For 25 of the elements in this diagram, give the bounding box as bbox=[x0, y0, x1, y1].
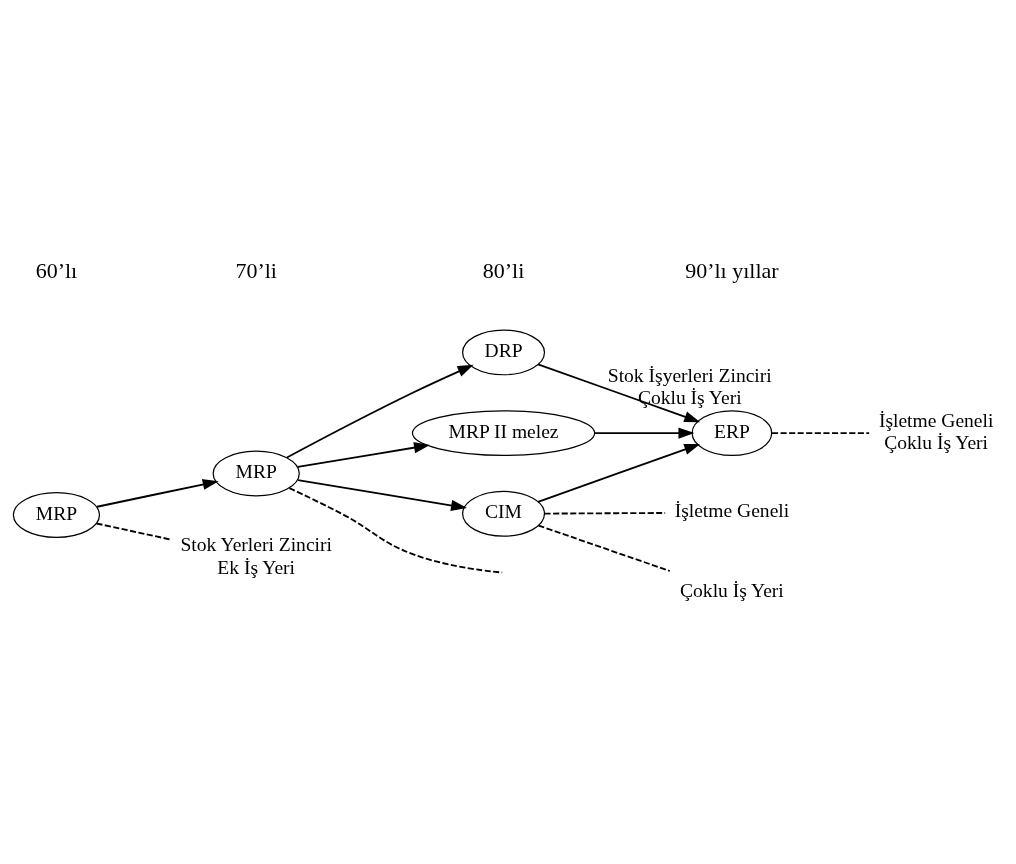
node-ellipse: DRP bbox=[462, 328, 546, 375]
connector bbox=[95, 522, 172, 540]
arrow bbox=[593, 427, 695, 439]
node-text: İşletme Geneli Çoklu İş Yeri bbox=[878, 409, 994, 453]
label: 90’lı yıllar bbox=[685, 257, 779, 283]
node-text: Stok Yerleri Zinciri Ek İş Yeri bbox=[180, 533, 332, 578]
node-text: İşletme Geneli bbox=[674, 499, 790, 521]
label: 80’li bbox=[482, 257, 525, 283]
node-ellipse: MRP bbox=[12, 491, 101, 538]
node-label: Çoklu İş Yeri bbox=[637, 386, 742, 408]
connector bbox=[537, 524, 671, 572]
arrow bbox=[537, 362, 701, 422]
node-text: Çoklu İş Yeri bbox=[680, 579, 784, 601]
connector bbox=[771, 431, 871, 434]
node-ellipse: CIM bbox=[462, 490, 546, 537]
node-ellipse: ERP bbox=[691, 409, 773, 456]
arrow bbox=[296, 478, 467, 511]
label: 60’lı bbox=[35, 257, 78, 283]
node-label: Stok İşyerleri Zinciri bbox=[607, 364, 772, 386]
label: 70’li bbox=[235, 257, 277, 283]
arrow bbox=[537, 443, 701, 503]
arrow bbox=[96, 478, 219, 508]
node-ellipse: MRP bbox=[212, 450, 300, 496]
arrow bbox=[286, 364, 474, 458]
arrow bbox=[296, 441, 430, 468]
